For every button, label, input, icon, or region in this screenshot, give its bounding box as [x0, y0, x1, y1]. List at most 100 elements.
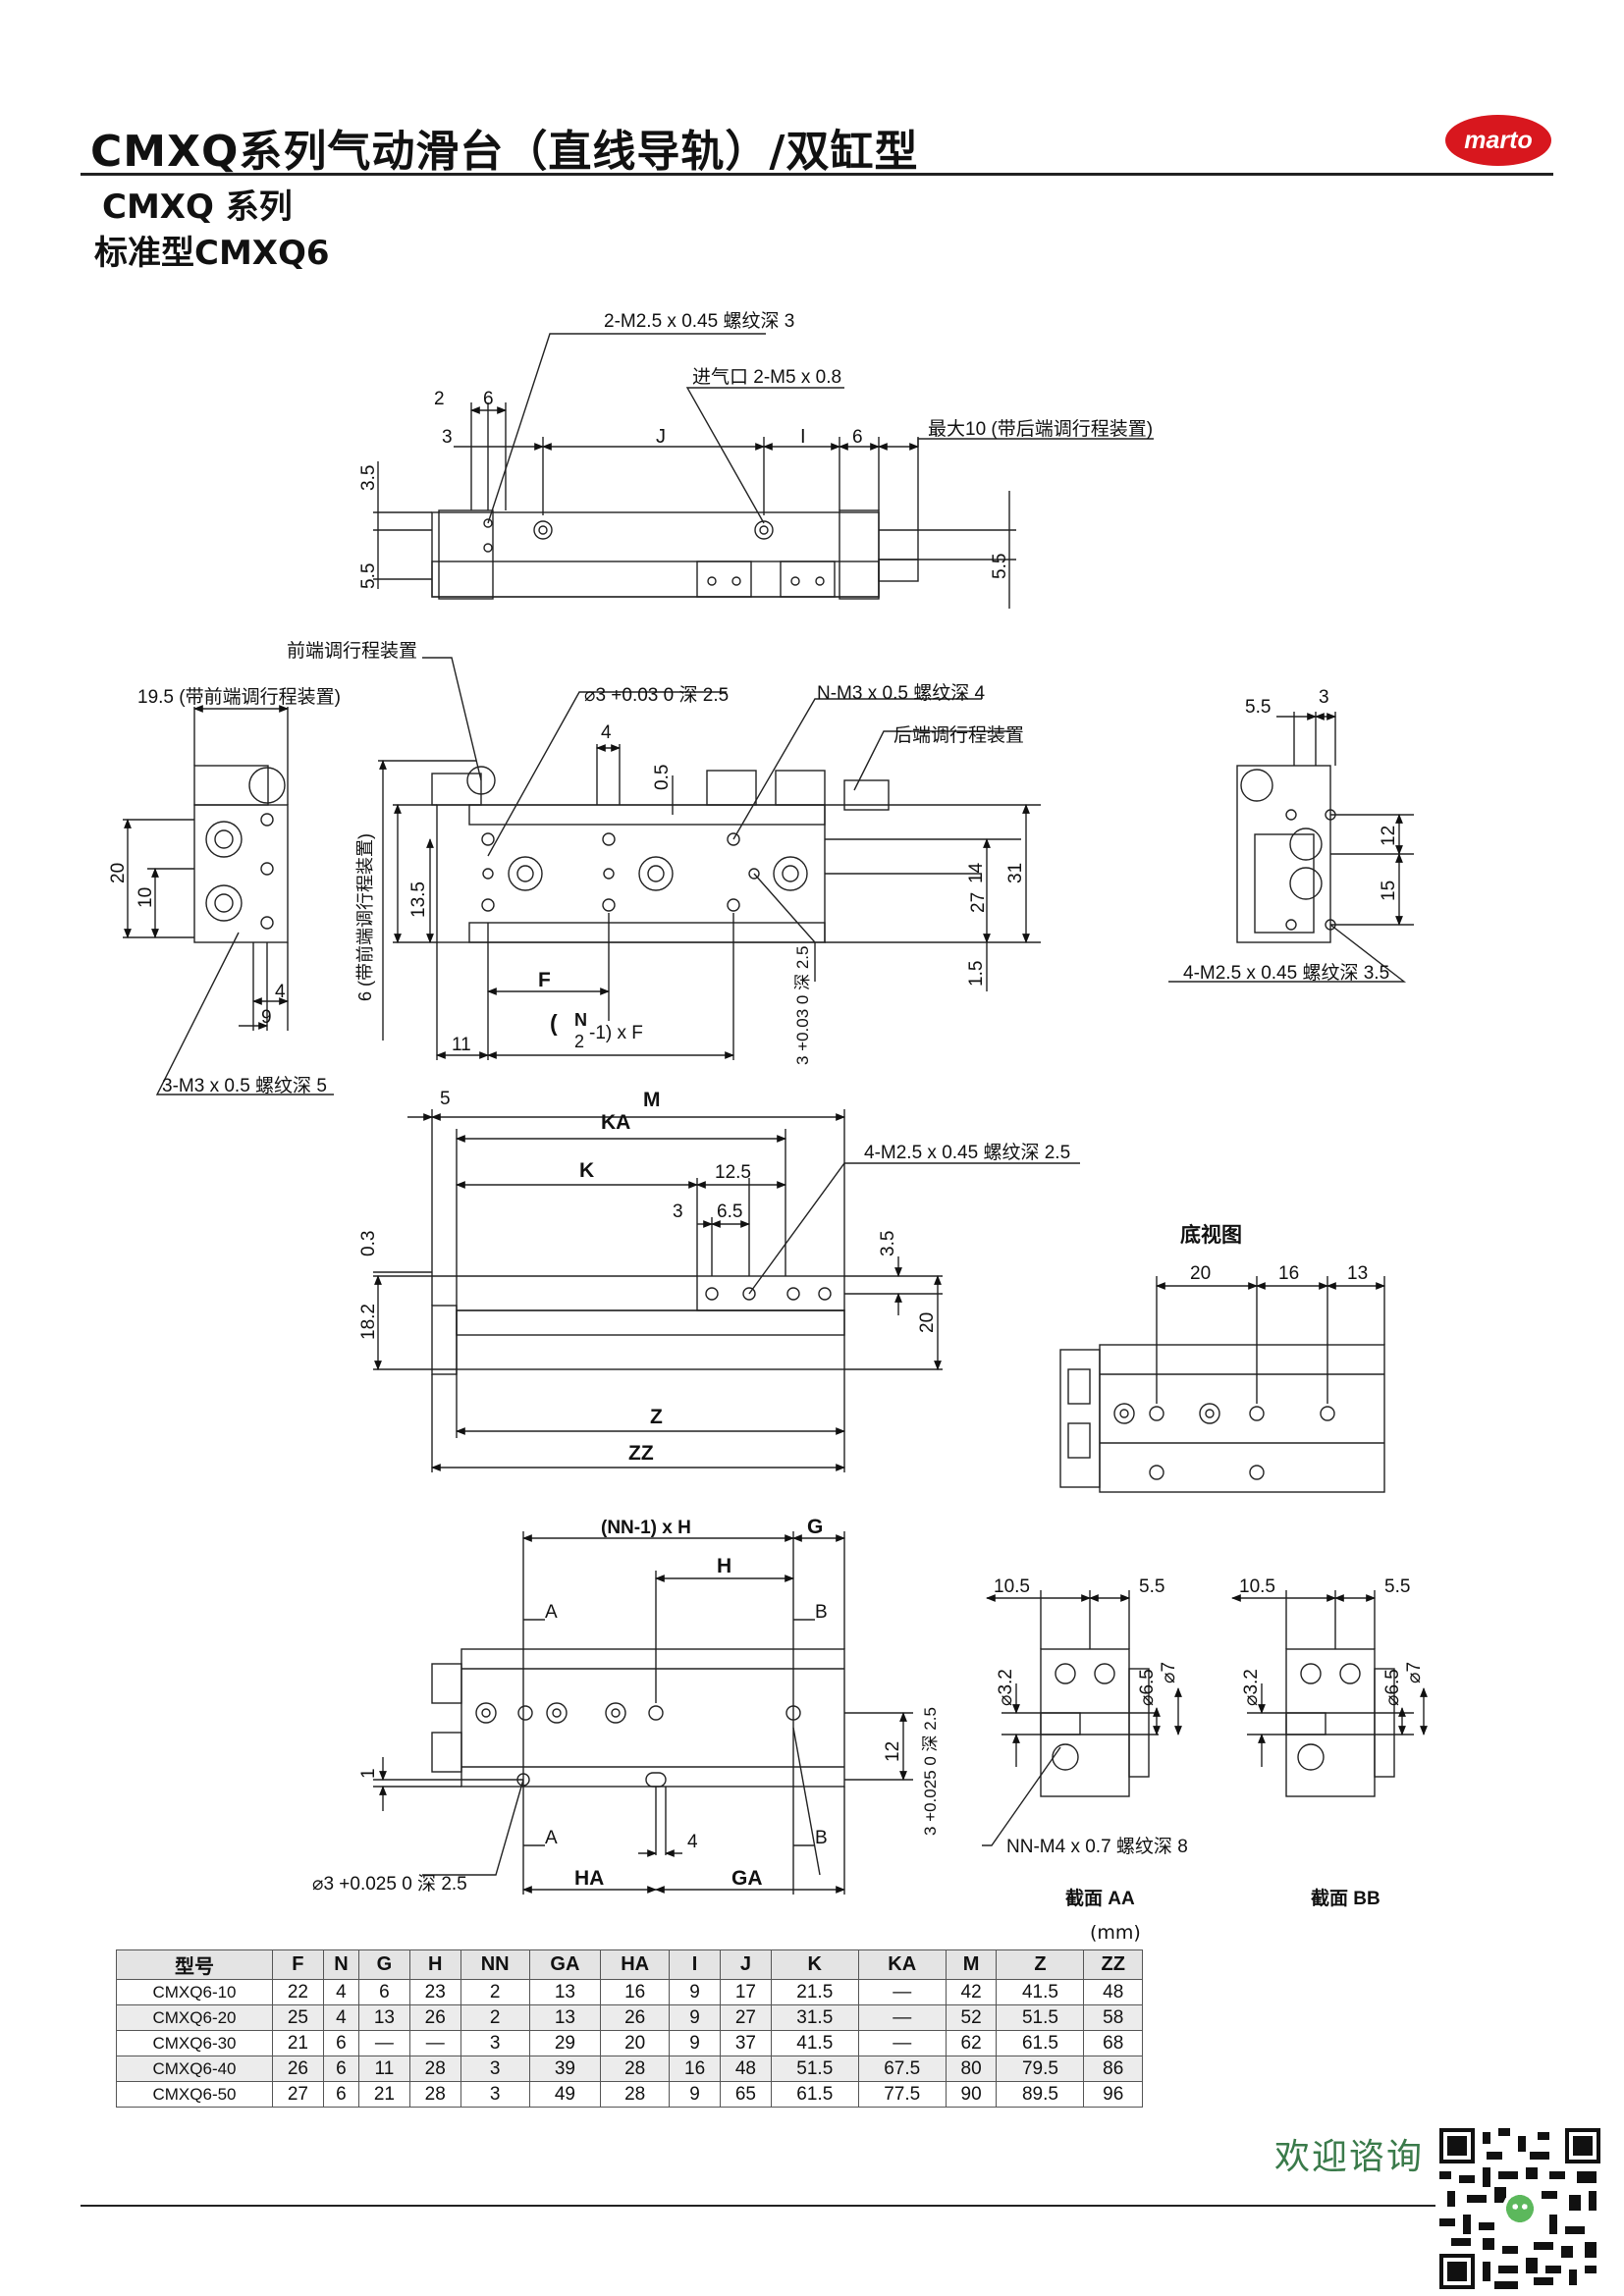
table-header-cell: F: [272, 1949, 324, 1980]
table-cell: 67.5: [857, 2056, 947, 2082]
table-cell: —: [408, 2030, 461, 2056]
callout-left-dowel: ⌀3 +0.025 0 深 2.5: [312, 1873, 467, 1895]
table-cell: 16: [600, 1979, 671, 2005]
dim-label: 6: [852, 427, 863, 448]
table-cell: 2: [460, 2004, 530, 2031]
table-cell: 26: [408, 2004, 461, 2031]
dim-label: 20: [1190, 1263, 1211, 1284]
dim-label: 18.2: [358, 1304, 379, 1340]
dim-label: 10.5: [1239, 1576, 1275, 1597]
dim-label: 0.5: [652, 765, 673, 790]
qr-code-icon[interactable]: [1439, 2128, 1600, 2289]
table-cell: 3: [460, 2081, 530, 2108]
table-cell: 37: [719, 2030, 772, 2056]
callout-front-adjuster: 前端调行程装置: [287, 640, 417, 662]
section-mark-b: B: [815, 1828, 828, 1848]
table-cell: 21: [272, 2030, 324, 2056]
table-cell: 17: [719, 1979, 772, 2005]
table-cell: 23: [408, 1979, 461, 2005]
dim-label: 4: [275, 982, 286, 1002]
dim-label: 5.5: [1245, 697, 1271, 718]
table-cell: —: [857, 2030, 947, 2056]
section-bb: [1231, 1590, 1428, 1797]
dim-label: G: [807, 1516, 823, 1538]
table-cell: 22: [272, 1979, 324, 2005]
model-subtitle: 标准型CMXQ6: [94, 234, 330, 273]
dim-label: 3.5: [878, 1231, 898, 1256]
bottom-view-title: 底视图: [1180, 1223, 1242, 1247]
table-header-cell: KA: [857, 1949, 947, 1980]
table-cell: 13: [528, 2004, 602, 2031]
table-header-cell: 型号: [116, 1949, 273, 1980]
table-cell: 9: [669, 2030, 721, 2056]
table-header-cell: M: [945, 1949, 998, 1980]
table-cell: 20: [600, 2030, 671, 2056]
dim-label: 3: [1319, 687, 1329, 708]
lower-formula: (NN-1) x H: [601, 1518, 691, 1538]
table-cell: 28: [600, 2056, 671, 2082]
model-cell: CMXQ6-50: [116, 2081, 273, 2108]
dim-label: 20: [917, 1312, 938, 1333]
table-cell: 4: [322, 1979, 360, 2005]
dim-label: 27: [968, 892, 989, 913]
dim-label: 20: [108, 863, 129, 883]
top-view: [373, 333, 1154, 609]
table-header-cell: G: [358, 1949, 410, 1980]
table-cell: 51.5: [770, 2056, 859, 2082]
formula-denominator: 2: [574, 1032, 584, 1051]
series-subtitle: CMXQ 系列: [102, 187, 293, 227]
dim-label: 4: [601, 722, 612, 743]
callout-front-dim: 19.5 (带前端调行程装置): [137, 686, 341, 708]
callout-thread-n: N-M3 x 0.5 螺纹深 4: [817, 682, 985, 704]
lower-view: [373, 1531, 913, 1895]
model-cell: CMXQ6-30: [116, 2030, 273, 2056]
table-cell: 96: [1083, 2081, 1143, 2108]
callout-bottom-dowel: 3 +0.03 0 深 2.5: [793, 946, 812, 1065]
table-cell: 62: [945, 2030, 998, 2056]
table-cell: 41.5: [996, 1979, 1085, 2005]
dim-label: 9: [261, 1007, 272, 1028]
model-cell: CMXQ6-20: [116, 2004, 273, 2031]
table-cell: 16: [669, 2056, 721, 2082]
table-cell: 48: [719, 2056, 772, 2082]
table-cell: 27: [719, 2004, 772, 2031]
table-cell: 48: [1083, 1979, 1143, 2005]
callout-left-thread: 3-M3 x 0.5 螺纹深 5: [162, 1075, 327, 1096]
dim-label: 15: [1379, 881, 1399, 901]
table-header-cell: HA: [600, 1949, 671, 1980]
table-cell: 29: [528, 2030, 602, 2056]
section-bb-title: 截面 BB: [1311, 1887, 1380, 1909]
table-cell: 42: [945, 1979, 998, 2005]
table-cell: 39: [528, 2056, 602, 2082]
brand-name: marto: [1464, 127, 1532, 154]
table-cell: 27: [272, 2081, 324, 2108]
dim-label: 13: [1347, 1263, 1368, 1284]
table-cell: 68: [1083, 2030, 1143, 2056]
callout-side-thread: 4-M2.5 x 0.45 螺纹深 2.5: [864, 1142, 1070, 1163]
vertical-note: 6 (带前端调行程装置): [355, 833, 375, 1001]
table-cell: 13: [358, 2004, 410, 2031]
dim-label: 5.5: [1139, 1576, 1164, 1597]
table-cell: 52: [945, 2004, 998, 2031]
dim-label: ⌀3.2: [996, 1669, 1016, 1706]
section-aa-title: 截面 AA: [1065, 1887, 1135, 1909]
dim-label: 5.5: [990, 554, 1010, 579]
model-cell: CMXQ6-40: [116, 2056, 273, 2082]
side-view: [373, 1109, 1080, 1472]
dim-label: 1: [358, 1768, 379, 1779]
table-cell: 13: [528, 1979, 602, 2005]
table-cell: 77.5: [857, 2081, 947, 2108]
dim-label: 12.5: [715, 1162, 751, 1183]
dim-label: I: [800, 426, 806, 448]
header-rule: [81, 173, 1553, 176]
table-cell: 41.5: [770, 2030, 859, 2056]
dim-label: 5: [440, 1089, 451, 1109]
table-cell: 9: [669, 1979, 721, 2005]
table-header-cell: Z: [996, 1949, 1085, 1980]
